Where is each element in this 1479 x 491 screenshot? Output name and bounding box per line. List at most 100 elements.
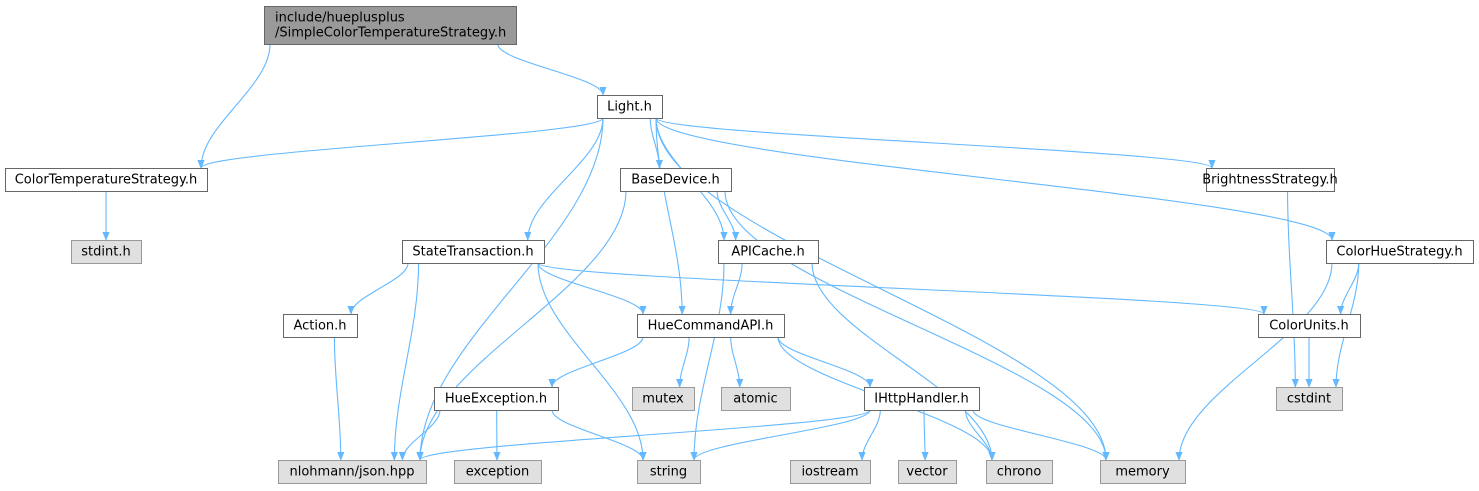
node-label-string: string	[650, 465, 687, 480]
node-colorunits[interactable]: ColorUnits.h	[1258, 314, 1361, 338]
node-box-string	[637, 460, 701, 484]
edge-root-to-light	[497, 43, 607, 96]
edge-huecmd-to-hueexc	[548, 336, 644, 388]
node-memory[interactable]: memory	[1100, 460, 1186, 484]
edge-ihttp-to-chrono	[964, 409, 996, 461]
node-label-apicache: APICache.h	[731, 245, 804, 260]
edge-statetx-to-string	[537, 262, 647, 461]
node-label-root: /SimpleColorTemperatureStrategy.h	[275, 26, 506, 41]
edge-apicache-to-string	[690, 262, 725, 461]
edge-ihttp-to-vector	[921, 409, 929, 461]
node-bright[interactable]: BrightnessStrategy.h	[1202, 168, 1338, 192]
node-vector[interactable]: vector	[898, 460, 957, 484]
edge-apicache-to-chrono	[811, 262, 996, 461]
edge-light-to-huecmd	[655, 117, 686, 315]
node-box-apicache	[718, 240, 819, 264]
edge-statetx-to-huecmd	[537, 262, 647, 315]
node-chrono[interactable]: chrono	[986, 460, 1053, 484]
node-label-iostream: iostream	[801, 465, 858, 480]
node-basedev[interactable]: BaseDevice.h	[620, 168, 732, 192]
node-box-light	[597, 95, 663, 119]
node-box-stdint	[71, 240, 142, 264]
node-box-exception	[454, 460, 542, 484]
edge-root-to-cts	[197, 43, 271, 169]
edge-basedev-to-json	[416, 190, 627, 461]
node-label-action: Action.h	[293, 319, 346, 334]
node-label-chrono: chrono	[997, 465, 1042, 480]
node-box-bright	[1206, 168, 1335, 192]
node-light[interactable]: Light.h	[597, 95, 663, 119]
node-ihttp[interactable]: IHttpHandler.h	[864, 387, 980, 411]
node-box-atomic	[721, 387, 791, 411]
node-box-action	[283, 314, 358, 338]
node-label-exception: exception	[466, 465, 530, 480]
node-label-memory: memory	[1115, 465, 1170, 480]
node-label-ihttp: IHttpHandler.h	[874, 392, 968, 407]
edge-ihttp-to-string	[690, 409, 871, 461]
node-huecmd[interactable]: HueCommandAPI.h	[637, 314, 785, 338]
node-label-colorunits: ColorUnits.h	[1269, 319, 1349, 334]
node-hueexc[interactable]: HueException.h	[434, 387, 559, 411]
edge-statetx-to-colorunits	[537, 262, 1268, 315]
node-label-root: include/hueplusplus	[275, 11, 405, 26]
node-label-json: nlohmann/json.hpp	[290, 465, 415, 480]
nodes-layer: include/hueplusplus/SimpleColorTemperatu…	[5, 6, 1474, 484]
node-json[interactable]: nlohmann/json.hpp	[278, 460, 427, 484]
node-mutex[interactable]: mutex	[632, 387, 695, 411]
node-label-bright: BrightnessStrategy.h	[1202, 173, 1337, 188]
node-statetx[interactable]: StateTransaction.h	[402, 240, 545, 264]
node-box-basedev	[620, 168, 732, 192]
node-action[interactable]: Action.h	[283, 314, 358, 338]
edge-apicache-to-huecmd	[727, 262, 743, 315]
node-box-root	[264, 6, 517, 45]
edge-statetx-to-action	[347, 262, 409, 315]
node-colorhue[interactable]: ColorHueStrategy.h	[1326, 240, 1474, 264]
node-label-hueexc: HueException.h	[445, 392, 547, 407]
node-box-chrono	[986, 460, 1053, 484]
node-label-cstdint: cstdint	[1287, 392, 1331, 407]
edge-bright-to-cstdint	[1287, 190, 1299, 388]
edge-action-to-json	[333, 336, 345, 461]
edge-light-to-colorhue	[655, 117, 1336, 241]
node-root[interactable]: include/hueplusplus/SimpleColorTemperatu…	[264, 6, 517, 45]
edge-ihttp-to-iostream	[858, 409, 881, 461]
edge-light-to-bright	[655, 117, 1216, 169]
edge-hueexc-to-json	[398, 409, 441, 461]
node-label-stdint: stdint.h	[81, 245, 130, 260]
node-label-colorhue: ColorHueStrategy.h	[1336, 245, 1462, 260]
node-cstdint[interactable]: cstdint	[1276, 387, 1343, 411]
edge-huecmd-to-ihttp	[777, 336, 874, 388]
node-string[interactable]: string	[637, 460, 701, 484]
node-label-basedev: BaseDevice.h	[631, 173, 720, 188]
node-stdint[interactable]: stdint.h	[71, 240, 142, 264]
node-apicache[interactable]: APICache.h	[718, 240, 819, 264]
edge-basedev-to-apicache	[716, 190, 740, 241]
node-box-statetx	[402, 240, 545, 264]
node-box-huecmd	[637, 314, 785, 338]
edge-light-to-cts	[197, 117, 604, 169]
node-label-vector: vector	[906, 465, 948, 480]
node-cts[interactable]: ColorTemperatureStrategy.h	[5, 168, 208, 192]
node-label-huecmd: HueCommandAPI.h	[648, 319, 774, 334]
edge-light-to-json	[416, 117, 604, 461]
edge-huecmd-to-atomic	[730, 336, 744, 388]
node-label-atomic: atomic	[733, 392, 777, 407]
node-exception[interactable]: exception	[454, 460, 542, 484]
node-box-iostream	[790, 460, 871, 484]
node-label-statetx: StateTransaction.h	[412, 245, 533, 260]
node-box-ihttp	[864, 387, 980, 411]
node-atomic[interactable]: atomic	[721, 387, 791, 411]
edge-basedev-to-memory	[724, 190, 1110, 461]
node-box-colorunits	[1258, 314, 1361, 338]
node-iostream[interactable]: iostream	[790, 460, 871, 484]
node-label-mutex: mutex	[642, 392, 684, 407]
edge-huecmd-to-mutex	[676, 336, 690, 388]
edge-statetx-to-json	[390, 262, 420, 461]
edge-light-to-statetx	[524, 117, 604, 241]
edge-colorhue-to-memory	[1175, 262, 1333, 461]
node-box-cts	[5, 168, 208, 192]
edge-light-to-basedev	[649, 117, 663, 169]
node-box-colorhue	[1326, 240, 1474, 264]
